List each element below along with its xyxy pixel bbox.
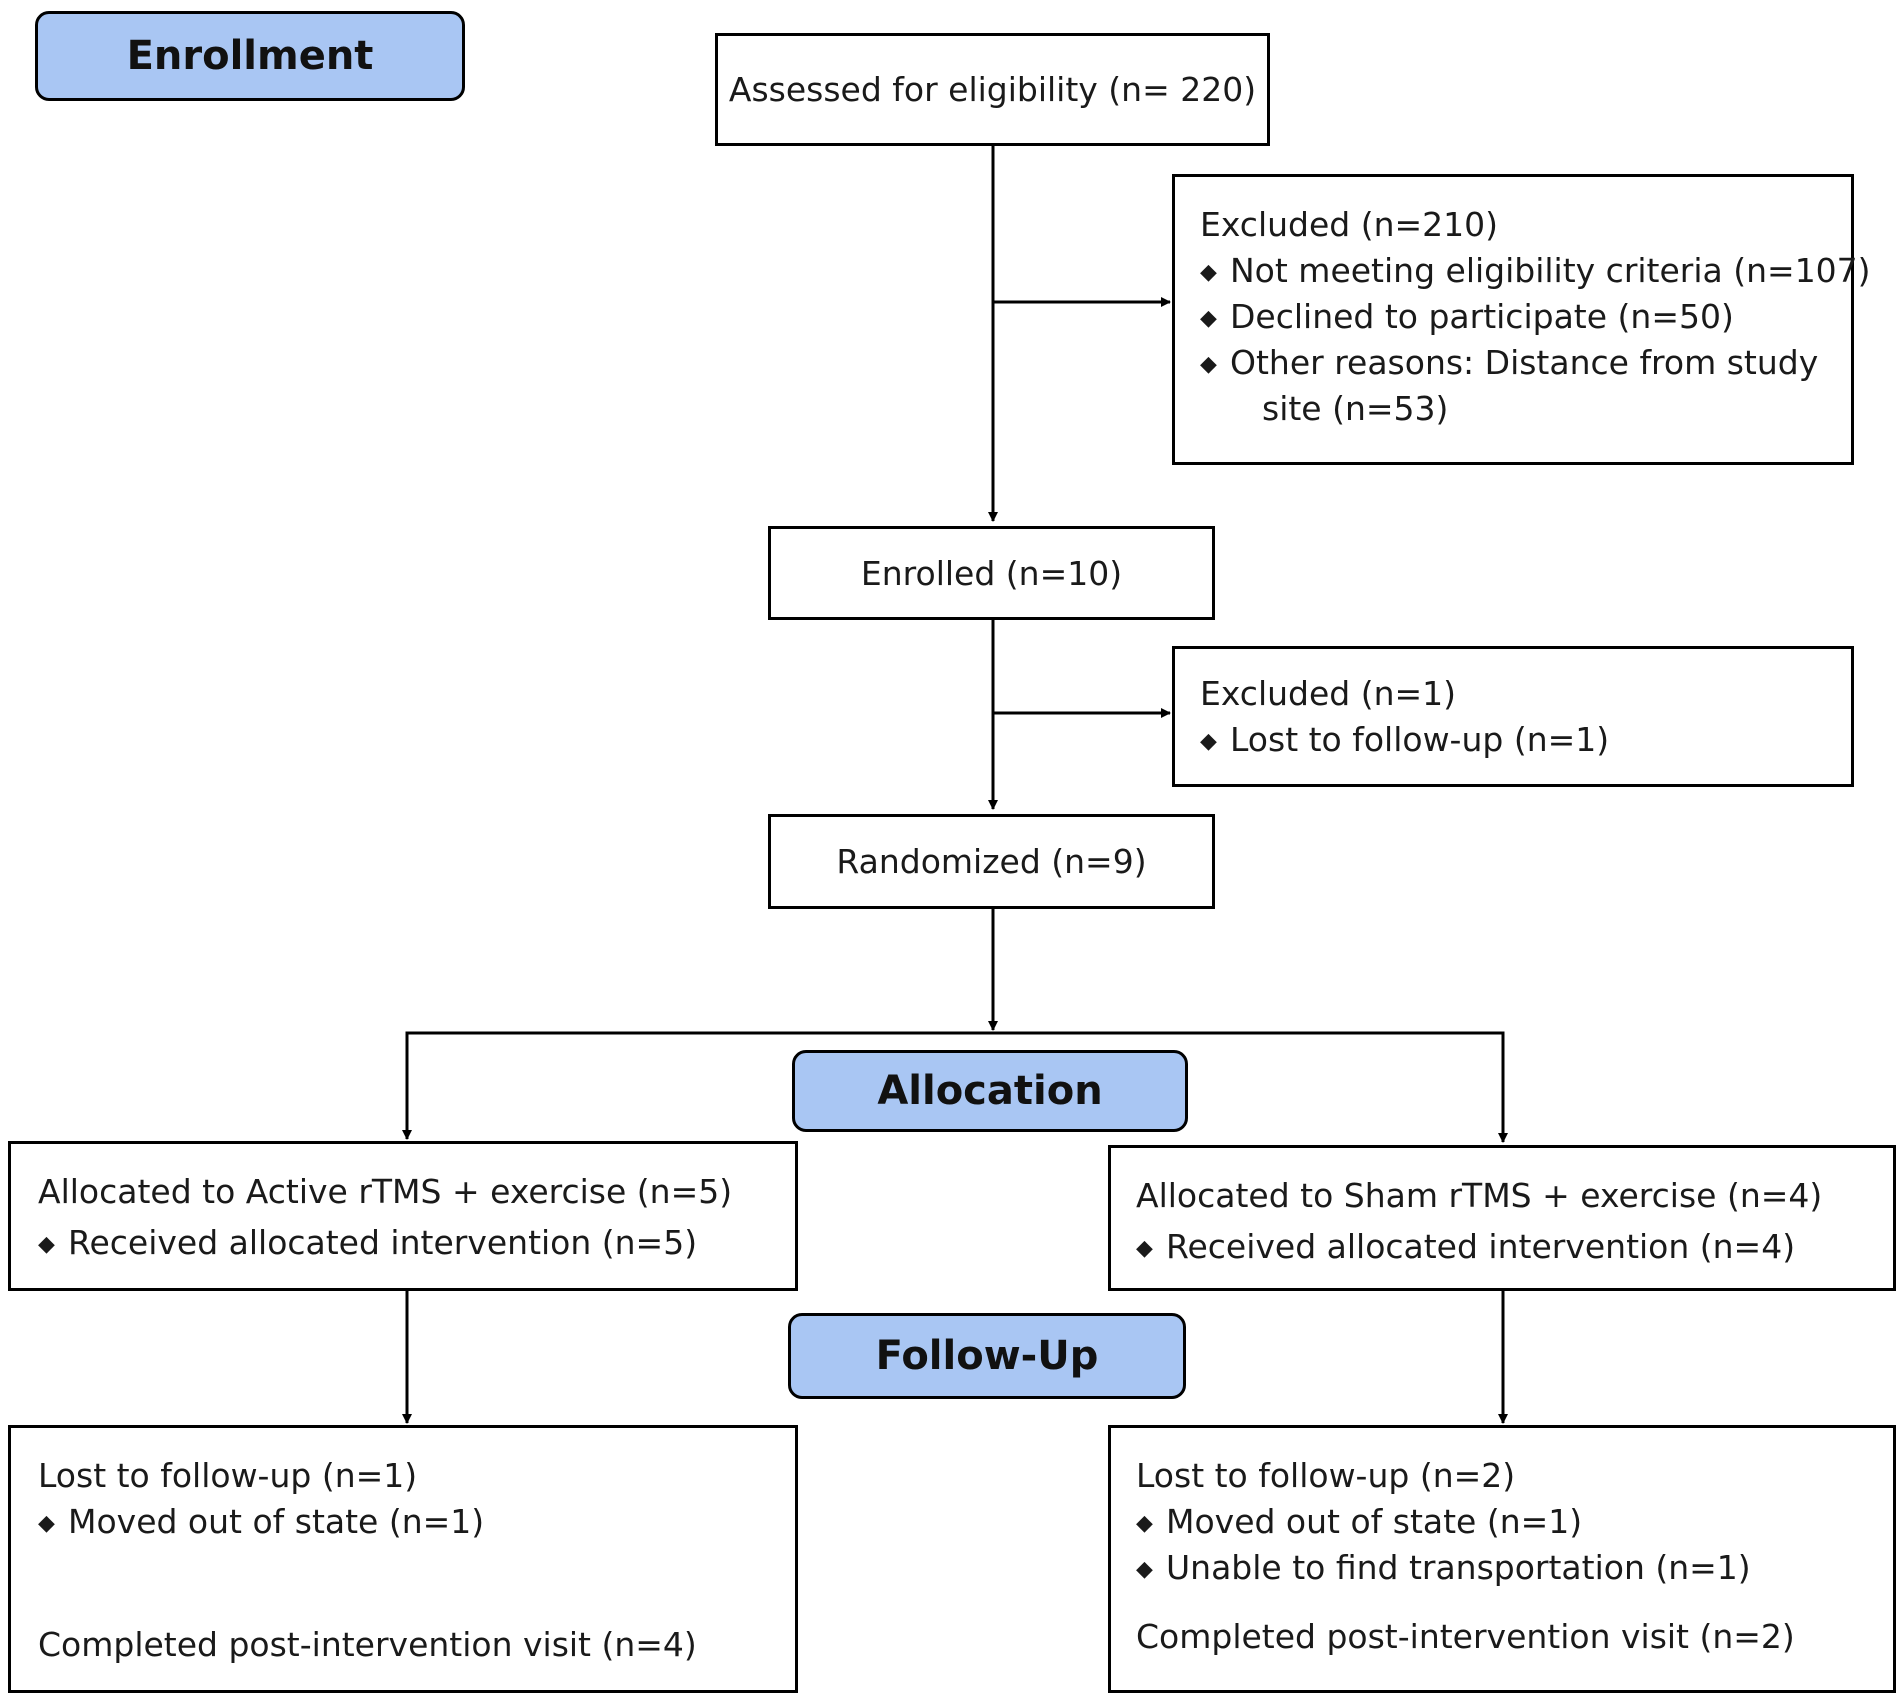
excluded-1-item-text: Other reasons: Distance from study: [1230, 343, 1819, 382]
split-line-left: [402, 1031, 993, 1140]
followup-right-box: Lost to follow-up (n=2) ◆ Moved out of st…: [1108, 1425, 1896, 1693]
excluded-1-item-text: Not meeting eligibility criteria (n=107): [1230, 251, 1871, 290]
excluded-2-item: ◆ Lost to follow-up (n=1): [1200, 720, 1609, 762]
diamond-bullet-icon: ◆: [1136, 1236, 1153, 1261]
assessed-box: Assessed for eligibility (n= 220): [715, 33, 1270, 146]
enrolled-box: Enrolled (n=10): [768, 526, 1215, 620]
followup-right-item-text: Unable to find transportation (n=1): [1166, 1548, 1751, 1587]
randomized-label: Randomized (n=9): [836, 842, 1147, 881]
followup-right-item: ◆ Unable to find transportation (n=1): [1136, 1548, 1751, 1590]
excluded-1-title: Excluded (n=210): [1200, 205, 1499, 244]
allocation-left-box: Allocated to Active rTMS + exercise (n=5…: [8, 1141, 798, 1291]
followup-right-completed: Completed post-intervention visit (n=2): [1136, 1617, 1795, 1656]
diamond-bullet-icon: ◆: [1136, 1557, 1153, 1582]
allocation-left-item-text: Received allocated intervention (n=5): [68, 1223, 698, 1262]
diamond-bullet-icon: ◆: [38, 1232, 55, 1257]
followup-right-item: ◆ Moved out of state (n=1): [1136, 1502, 1582, 1544]
enrolled-label: Enrolled (n=10): [860, 553, 1123, 593]
followup-left-box: Lost to follow-up (n=1) ◆ Moved out of st…: [8, 1425, 798, 1693]
diamond-bullet-icon: ◆: [1200, 729, 1217, 754]
excluded-1-item: ◆ Not meeting eligibility criteria (n=107…: [1200, 251, 1871, 293]
diamond-bullet-icon: ◆: [38, 1511, 55, 1536]
excluded-1-item-text: Declined to participate (n=50): [1230, 297, 1734, 336]
stage-enrollment: Enrollment: [35, 11, 465, 101]
allocation-left-item: ◆ Received allocated intervention (n=5): [38, 1223, 697, 1265]
excluded-box-1: Excluded (n=210) ◆ Not meeting eligibilit…: [1172, 174, 1871, 465]
allocation-right-item: ◆ Received allocated intervention (n=4): [1136, 1227, 1795, 1269]
followup-left-title: Lost to follow-up (n=1): [38, 1456, 418, 1495]
allocation-right-box: Allocated to Sham rTMS + exercise (n=4) …: [1108, 1145, 1896, 1291]
excluded-2-title: Excluded (n=1): [1200, 674, 1457, 713]
excluded-box-2: Excluded (n=1) ◆ Lost to follow-up (n=1): [1172, 646, 1854, 787]
followup-right-title: Lost to follow-up (n=2): [1136, 1456, 1516, 1495]
allocation-right-title: Allocated to Sham rTMS + exercise (n=4): [1136, 1176, 1823, 1215]
stage-follow-up: Follow-Up: [788, 1313, 1186, 1399]
assessed-label: Assessed for eligibility (n= 220): [728, 70, 1257, 109]
diamond-bullet-icon: ◆: [1200, 306, 1217, 331]
allocation-right-item-text: Received allocated intervention (n=4): [1166, 1227, 1796, 1266]
diamond-bullet-icon: ◆: [1200, 260, 1217, 285]
followup-right-item-text: Moved out of state (n=1): [1166, 1502, 1583, 1541]
allocation-left-title: Allocated to Active rTMS + exercise (n=5…: [38, 1172, 733, 1211]
diamond-bullet-icon: ◆: [1136, 1511, 1153, 1536]
followup-left-item: ◆ Moved out of state (n=1): [38, 1502, 484, 1544]
followup-left-item-text: Moved out of state (n=1): [68, 1502, 485, 1541]
randomized-box: Randomized (n=9): [768, 814, 1215, 909]
excluded-1-item-continuation: site (n=53): [1262, 389, 1449, 428]
excluded-1-item: ◆ Declined to participate (n=50): [1200, 297, 1734, 339]
excluded-1-item: ◆ Other reasons: Distance from study: [1200, 343, 1818, 385]
diamond-bullet-icon: ◆: [1200, 352, 1217, 377]
split-line-right: [993, 1031, 1508, 1143]
followup-left-completed: Completed post-intervention visit (n=4): [38, 1625, 697, 1664]
excluded-2-item-text: Lost to follow-up (n=1): [1230, 720, 1610, 759]
stage-allocation: Allocation: [792, 1050, 1188, 1132]
